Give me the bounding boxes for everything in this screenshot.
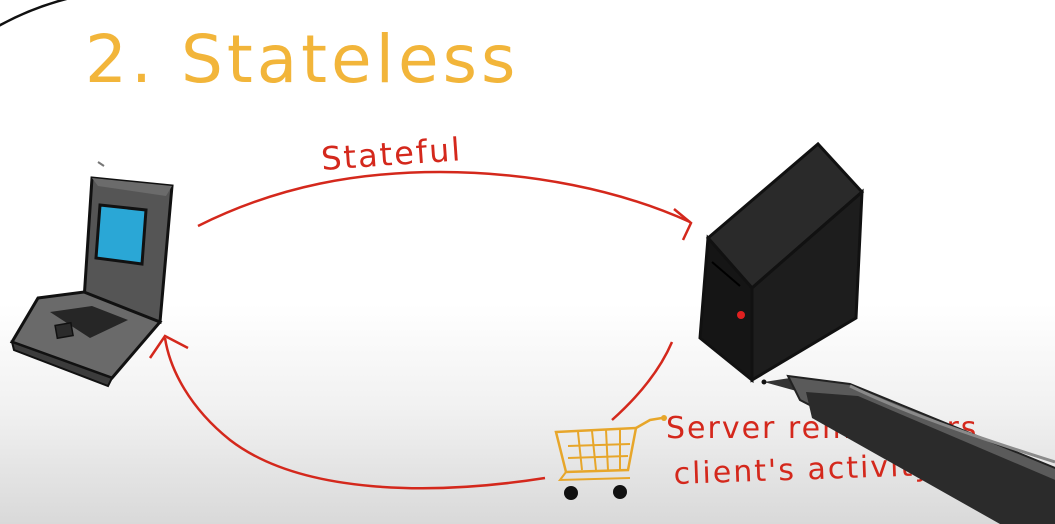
cart-wheel-right bbox=[613, 485, 627, 499]
return-arrowhead bbox=[148, 334, 189, 359]
pen-icon bbox=[761, 374, 1055, 524]
stateful-arrow bbox=[197, 170, 691, 228]
decorative-arc bbox=[0, 0, 68, 27]
cart-wheel-left bbox=[564, 486, 578, 500]
server-to-cart-arrow bbox=[611, 341, 674, 421]
return-arrow bbox=[163, 337, 546, 490]
server-power-led bbox=[737, 311, 745, 319]
slide-heading: 2. Stateless bbox=[85, 21, 519, 98]
server-tower-icon bbox=[698, 141, 865, 384]
shopping-cart-icon bbox=[554, 415, 667, 500]
laptop-icon bbox=[9, 161, 174, 388]
stateful-arrowhead bbox=[673, 208, 693, 241]
